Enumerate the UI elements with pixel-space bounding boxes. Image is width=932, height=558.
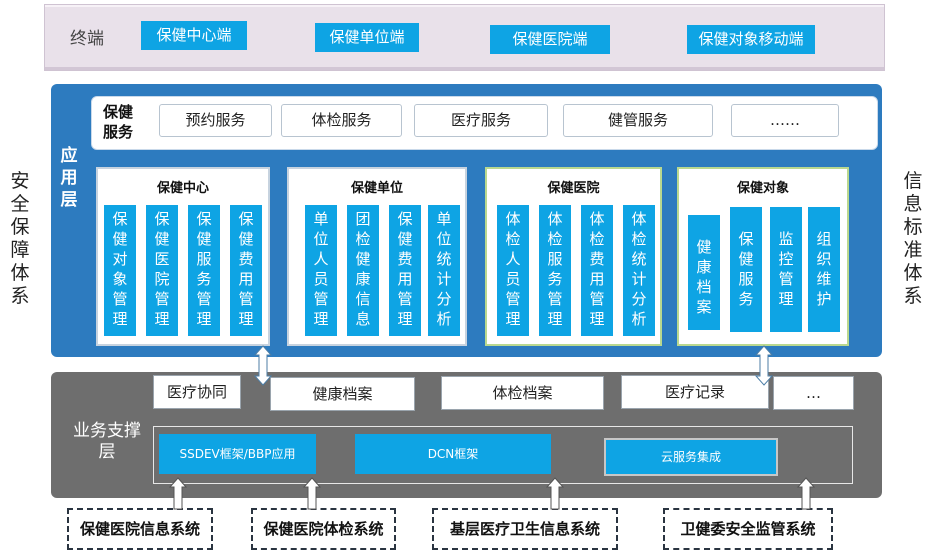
support-tab-checkup-record[interactable]: 体检档案: [441, 376, 604, 410]
module-target: 保健对象 健康档案 保健服务 监控管理 组织维护: [677, 167, 849, 346]
application-layer-title: 应用层: [60, 146, 78, 210]
up-arrow-icon: [168, 477, 188, 510]
module-item[interactable]: 单位统计分析: [428, 205, 460, 336]
support-tab-collab[interactable]: 医疗协同: [153, 375, 241, 409]
framework-ssdev[interactable]: SSDEV框架/BBP应用: [159, 434, 316, 474]
support-layer-title: 业务支撑层: [73, 421, 141, 462]
module-target-title: 保健对象: [736, 181, 789, 196]
module-item[interactable]: 健康档案: [688, 215, 720, 330]
double-arrow-icon: [253, 345, 273, 386]
service-more[interactable]: ……: [731, 104, 839, 137]
module-item[interactable]: 保健对象管理: [104, 205, 136, 336]
up-arrow-icon: [545, 477, 565, 510]
module-item[interactable]: 体检费用管理: [581, 205, 613, 336]
system-hospital-checkup[interactable]: 保健医院体检系统: [251, 508, 396, 550]
service-medical[interactable]: 医疗服务: [414, 104, 548, 137]
module-item[interactable]: 监控管理: [770, 207, 802, 332]
system-primary-care[interactable]: 基层医疗卫生信息系统: [432, 508, 618, 550]
module-item[interactable]: 体检统计分析: [623, 205, 655, 336]
module-center-title: 保健中心: [156, 181, 209, 196]
module-center: 保健中心 保健对象管理 保健医院管理 保健服务管理 保健费用管理: [96, 167, 270, 346]
service-bar-title: 保健服务: [103, 103, 134, 141]
service-checkup[interactable]: 体检服务: [281, 104, 402, 137]
framework-cloud[interactable]: 云服务集成: [604, 438, 778, 476]
module-item[interactable]: 保健费用管理: [230, 205, 262, 336]
module-item[interactable]: 团检健康信息: [347, 205, 379, 336]
support-tab-health-record[interactable]: 健康档案: [270, 377, 415, 411]
module-hospital-title: 保健医院: [547, 181, 600, 196]
info-standard-label: 信息标准体系: [903, 170, 923, 307]
framework-dcn[interactable]: DCN框架: [355, 434, 551, 474]
module-item[interactable]: 体检服务管理: [539, 205, 571, 336]
module-item[interactable]: 保健费用管理: [389, 205, 421, 336]
module-hospital: 保健医院 体检人员管理 体检服务管理 体检费用管理 体检统计分析: [485, 167, 662, 346]
module-item[interactable]: 体检人员管理: [497, 205, 529, 336]
security-system-label: 安全保障体系: [10, 170, 30, 307]
terminal-title: 终端: [70, 29, 104, 49]
module-unit: 保健单位 单位人员管理 团检健康信息 保健费用管理 单位统计分析: [287, 167, 467, 346]
module-item[interactable]: 保健服务: [730, 207, 762, 332]
service-health-mgmt[interactable]: 健管服务: [563, 104, 713, 137]
double-arrow-icon: [754, 345, 774, 386]
terminal-unit[interactable]: 保健单位端: [315, 23, 419, 52]
service-appointment[interactable]: 预约服务: [159, 104, 272, 137]
terminal-hospital[interactable]: 保健医院端: [490, 25, 610, 54]
terminal-mobile[interactable]: 保健对象移动端: [687, 25, 815, 54]
module-item[interactable]: 组织维护: [808, 207, 840, 332]
up-arrow-icon: [796, 477, 816, 510]
terminal-center[interactable]: 保健中心端: [141, 21, 247, 50]
module-item[interactable]: 单位人员管理: [305, 205, 337, 336]
support-tab-more[interactable]: …: [773, 376, 854, 410]
module-item[interactable]: 保健医院管理: [146, 205, 178, 336]
up-arrow-icon: [302, 477, 322, 510]
module-item[interactable]: 保健服务管理: [188, 205, 220, 336]
module-unit-title: 保健单位: [350, 181, 403, 196]
system-hospital-info[interactable]: 保健医院信息系统: [67, 508, 213, 550]
system-regulation[interactable]: 卫健委安全监管系统: [663, 508, 833, 550]
support-tab-medical-record[interactable]: 医疗记录: [621, 375, 769, 409]
